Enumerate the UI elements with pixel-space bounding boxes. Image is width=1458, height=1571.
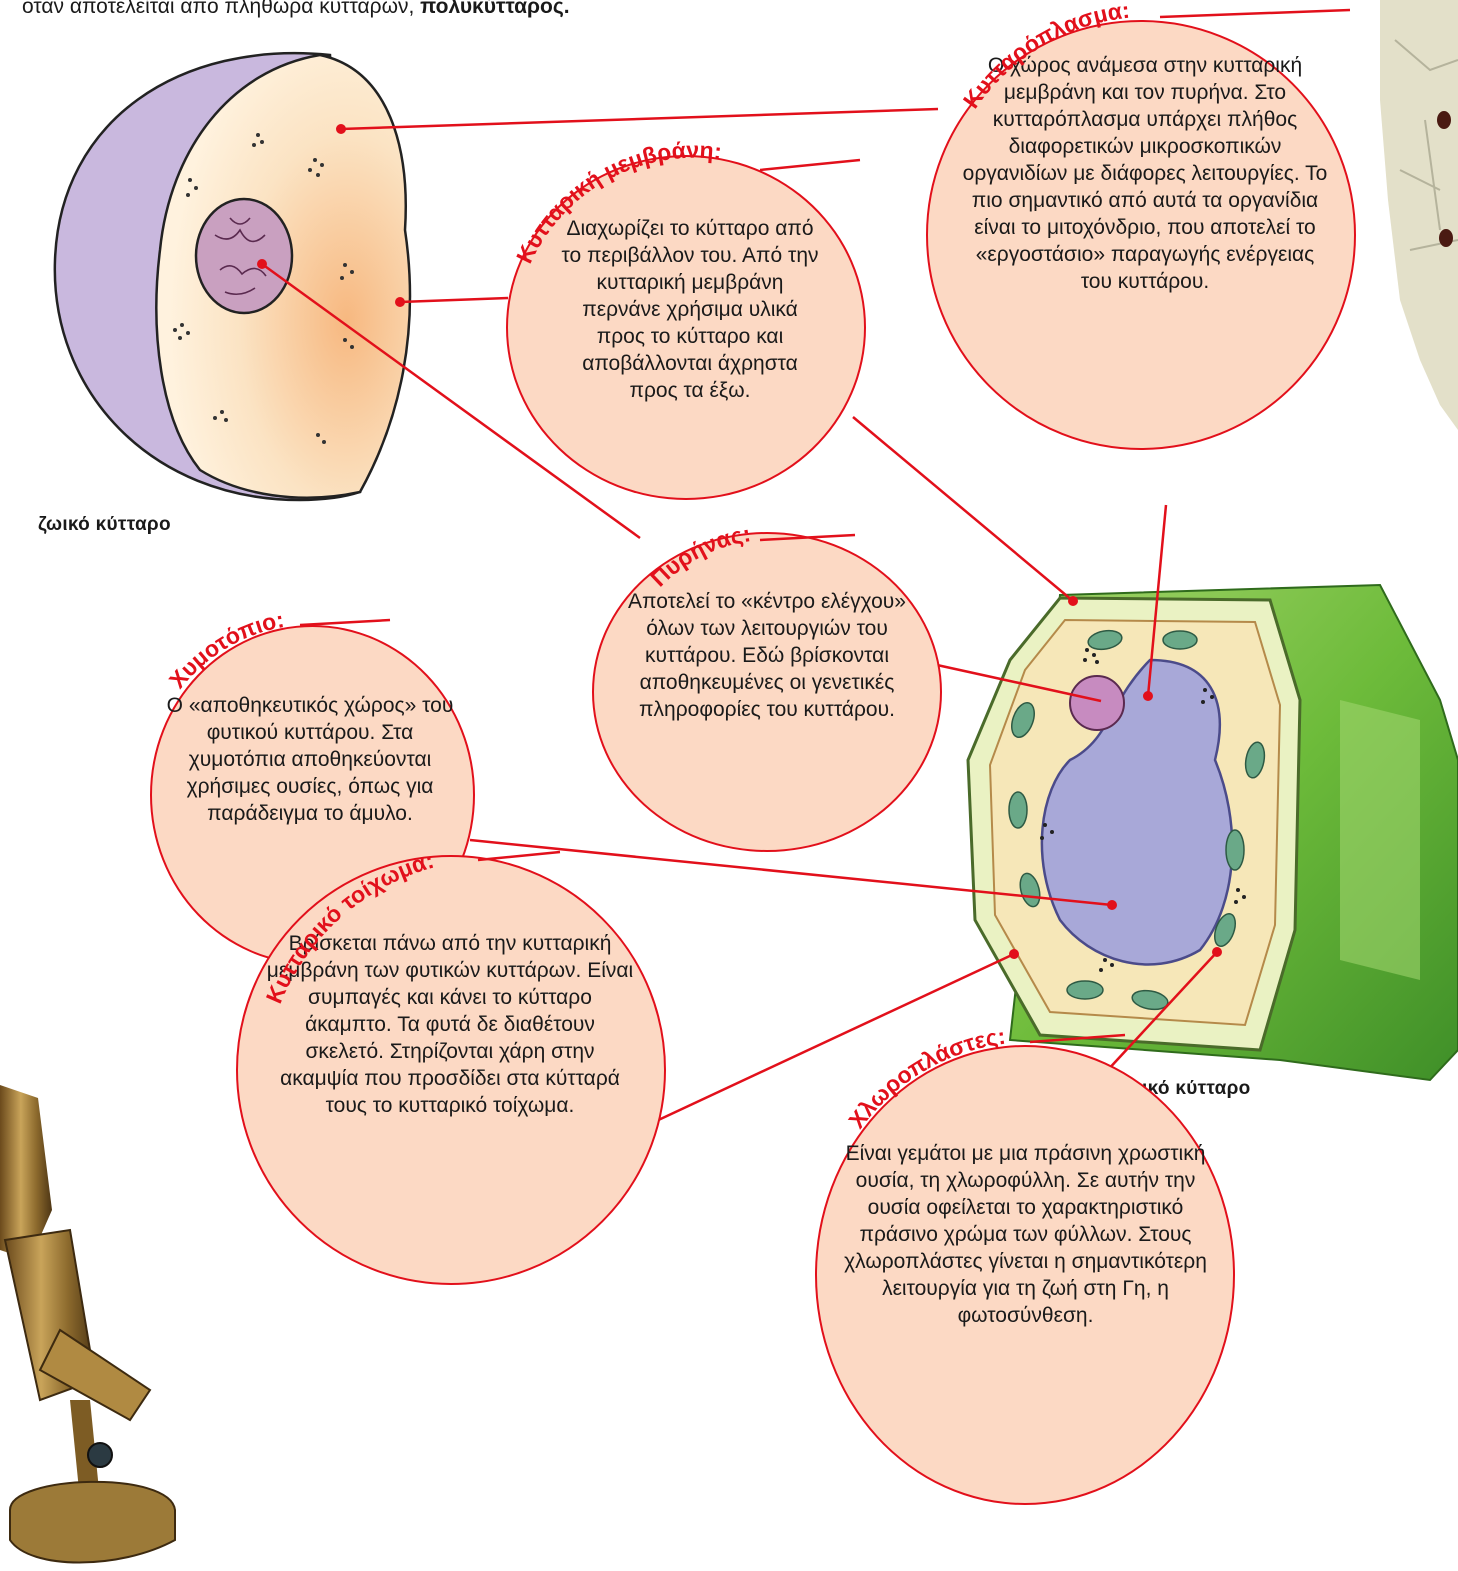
vacuole-title: Χυμοτόπιο: xyxy=(164,606,286,693)
membrane-title: Κυτταρική μεμβράνη: xyxy=(511,137,723,268)
cytoplasm-title: Κυτταρόπλασμα: xyxy=(958,0,1131,113)
cell-wall-title: Κυτταρικό τοίχωμα: xyxy=(261,847,437,1007)
nucleus-title: Πυρήνας: xyxy=(645,520,752,591)
chloroplasts-title: Χλωροπλάστες: xyxy=(843,1023,1007,1133)
